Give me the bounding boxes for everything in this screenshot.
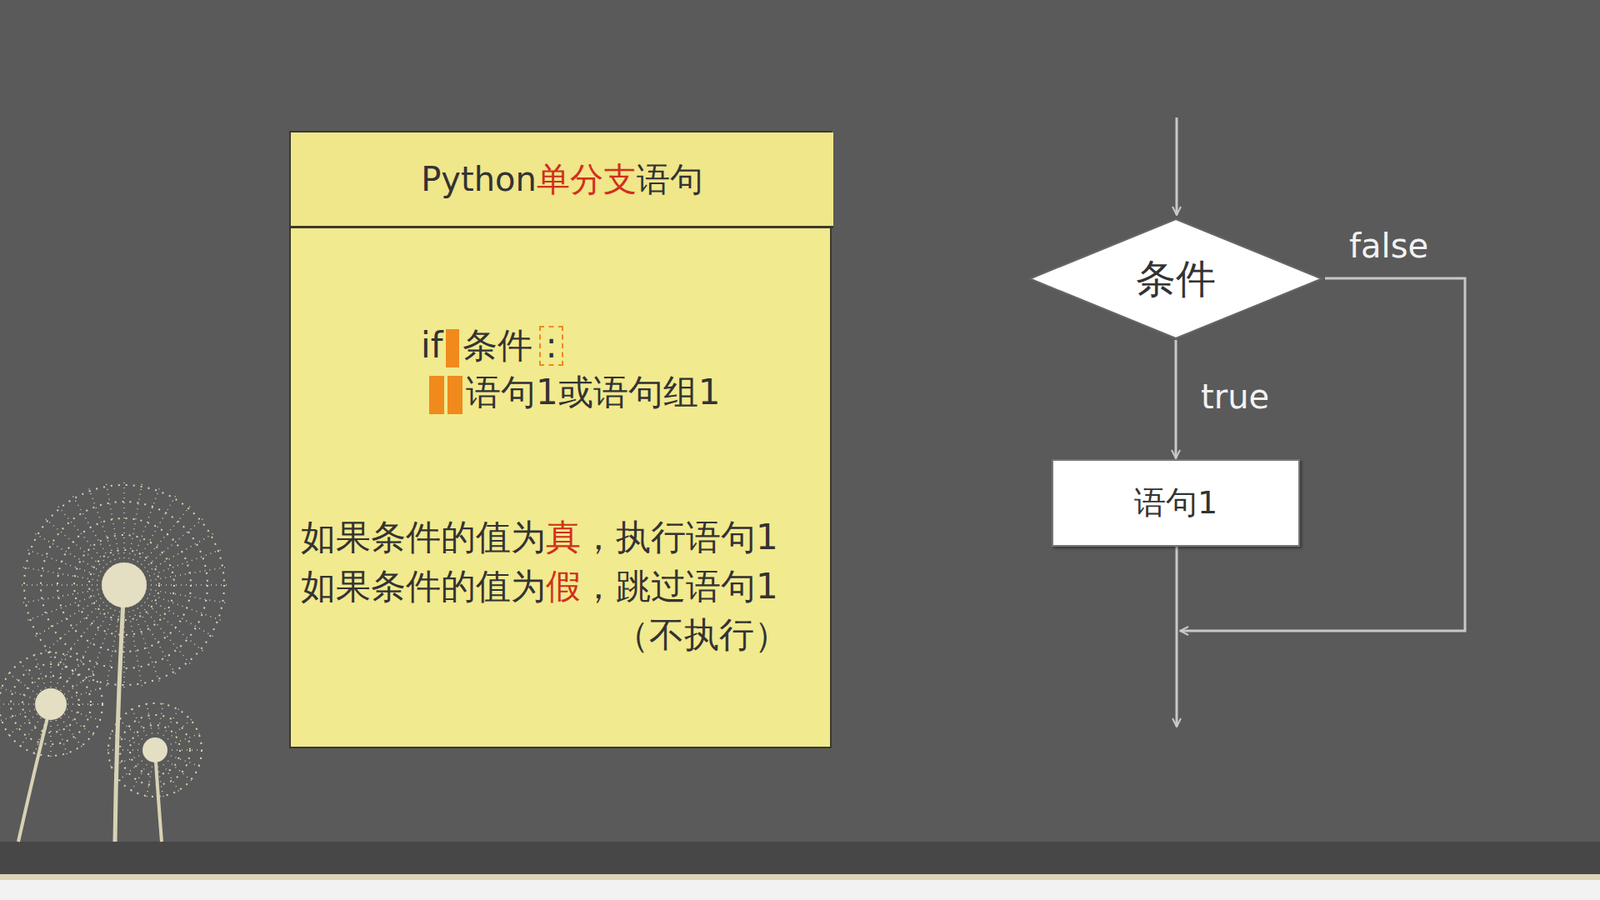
entry-arrow: [1175, 117, 1179, 215]
decision-text: 条件: [1135, 252, 1216, 306]
code-colon: :: [539, 325, 563, 366]
description-text: 如果条件的值为: [300, 565, 546, 607]
code-condition: 条件: [462, 325, 533, 366]
branch-label: false: [1349, 225, 1429, 266]
keyword-false: 假: [545, 565, 581, 607]
false-branch: [1180, 278, 1465, 631]
code-line: 语句1或语句组1: [425, 370, 720, 415]
bottom-margin: [0, 880, 1600, 900]
indent-marker: [429, 375, 445, 415]
description-line: 如果条件的值为真，执行语句1: [300, 515, 779, 560]
bottom-bar: [0, 841, 1600, 875]
code-statement: 语句1或语句组1: [465, 371, 720, 413]
description-text: ，跳过语句1: [580, 565, 779, 607]
description-text: ，执行语句1: [580, 516, 779, 558]
card-header: Python单分支语句: [290, 132, 834, 229]
code-card: Python单分支语句if条件:语句1或语句组1如果条件的值为真，执行语句1如果…: [289, 130, 832, 749]
keyword-true: 真: [545, 516, 581, 558]
branch-label: true: [1200, 376, 1270, 417]
code-line: if 条件:: [420, 324, 564, 368]
header-title: Python单分支语句: [420, 156, 704, 203]
description-note: （不执行）: [614, 614, 790, 655]
flow-lines: [1176, 117, 1465, 727]
description-text: 如果条件的值为: [300, 516, 546, 558]
header-text: 语句: [636, 160, 704, 199]
space-marker: [445, 329, 460, 368]
bottom-stripe: [0, 874, 1600, 880]
process-box: 语句1: [1051, 459, 1300, 547]
header-highlight: 单分支: [536, 160, 637, 199]
code-keyword: if: [420, 325, 443, 366]
indent-marker: [447, 375, 463, 415]
description-line: （不执行）: [614, 613, 790, 657]
exit-arrow: [1175, 546, 1179, 727]
description-line: 如果条件的值为假，跳过语句1: [300, 565, 779, 609]
decision-diamond: 条件: [1028, 217, 1324, 340]
flow-connector: [1175, 340, 1178, 459]
dandelion-illustration: [0, 480, 229, 842]
header-text: Python: [420, 160, 537, 199]
process-text: 语句1: [1134, 481, 1218, 525]
